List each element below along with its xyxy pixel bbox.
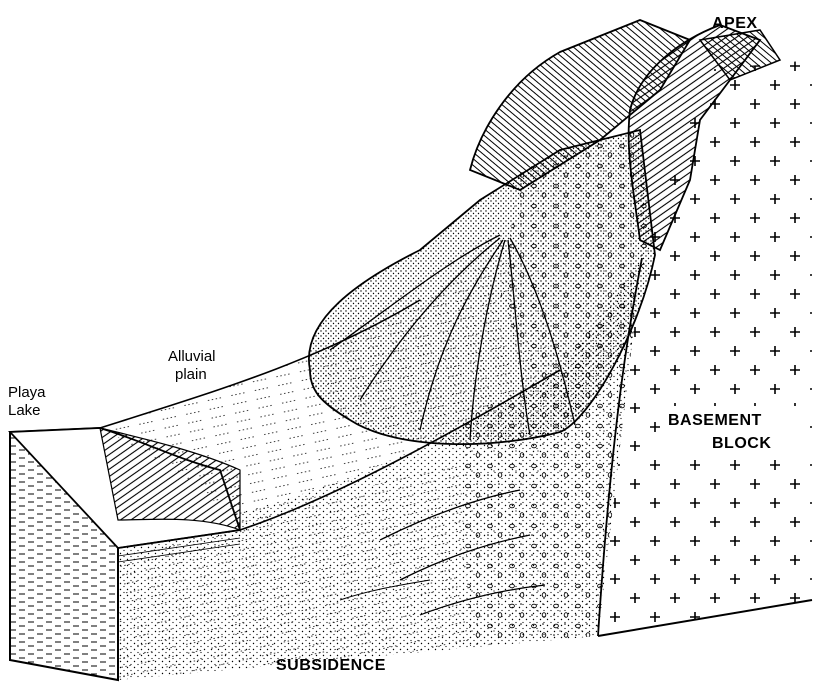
- basement-block-label-line2: BLOCK: [712, 435, 771, 452]
- apex-label: APEX: [712, 15, 758, 32]
- subsidence-label: SUBSIDENCE: [276, 657, 386, 674]
- basement-block-label-line1: BASEMENT: [668, 412, 762, 429]
- playa-lake-label-line1: Playa: [8, 384, 46, 401]
- playa-lake-label-line2: Lake: [8, 402, 41, 419]
- alluvial-plain-label-line1: Alluvial: [168, 348, 216, 365]
- alluvial-plain-label-line2: plain: [175, 366, 207, 383]
